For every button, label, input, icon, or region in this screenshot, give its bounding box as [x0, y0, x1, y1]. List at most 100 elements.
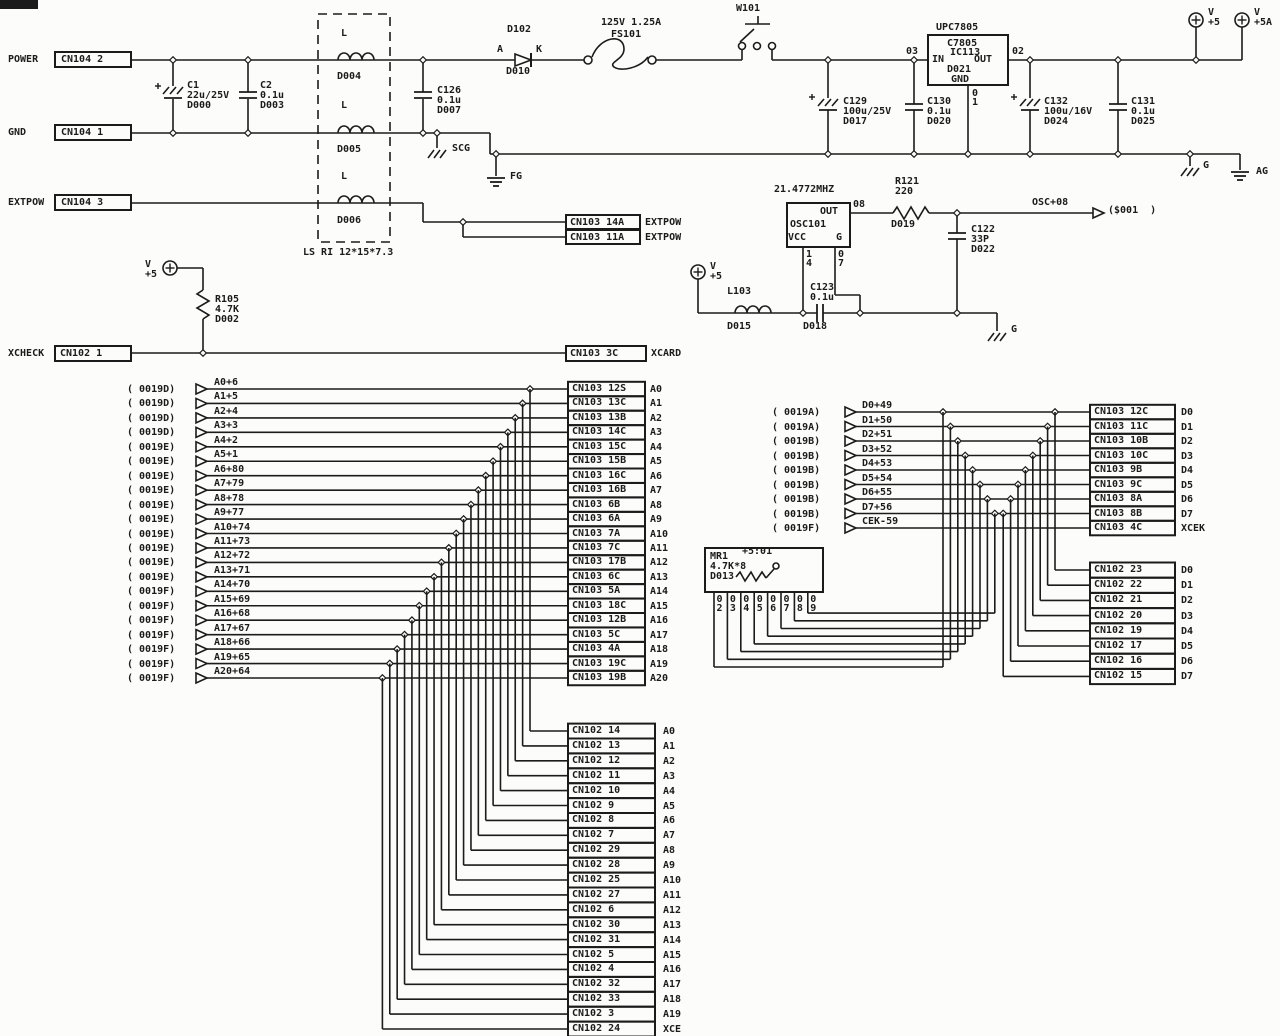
- net-label: D1: [1181, 421, 1194, 433]
- part-ref: L: [341, 28, 348, 39]
- source-page-ref: ( 0019E): [127, 514, 176, 526]
- source-page-ref: ( 0019B): [772, 479, 821, 491]
- signal-source-arrow: [195, 527, 209, 540]
- part-id: D017: [843, 116, 868, 127]
- part-ref: C1: [187, 80, 200, 91]
- pin-label: CN102 25: [572, 874, 621, 885]
- offpage-arrow: [1092, 206, 1106, 220]
- source-page-ref: ( 0019B): [772, 465, 821, 476]
- net-label: A8: [650, 499, 663, 511]
- junction-dot: [952, 308, 962, 318]
- source-page-ref: ( 0019B): [772, 436, 821, 447]
- inductor-icon: [734, 305, 772, 314]
- pin-label: CN102 29: [572, 844, 621, 856]
- signal-source-arrow: [195, 440, 209, 454]
- capacitor-polar-icon: [162, 86, 170, 95]
- source-page-ref: ( 0019F): [127, 600, 176, 612]
- part-value: 220: [895, 186, 914, 197]
- source-page-ref: ( 0019F): [772, 523, 821, 534]
- pin-label: CN102 4: [572, 963, 615, 975]
- net-label: A7: [650, 485, 663, 497]
- net-label: A17: [663, 979, 682, 991]
- resistor-icon: [195, 289, 211, 320]
- pin-label: CN103 5C: [572, 628, 621, 640]
- scan-artifact: [0, 0, 38, 9]
- source-page-ref: ( 0019F): [127, 615, 176, 627]
- part-value: 33P: [971, 234, 990, 245]
- source-page-ref: ( 0019F): [127, 644, 176, 656]
- pin-label: CN102 23: [1094, 564, 1143, 575]
- pin-number: 02: [1012, 46, 1025, 57]
- ground-label-g: G: [1011, 324, 1018, 335]
- source-page-ref: ( 0019A): [772, 421, 821, 433]
- net-label: A14: [663, 934, 682, 946]
- resistor-icon: [892, 205, 930, 221]
- junction-dot: [432, 128, 442, 138]
- signal-label: D1+50: [862, 414, 893, 426]
- part-ref: C122: [971, 224, 996, 235]
- net-label: A5: [650, 456, 663, 468]
- net-label: A16: [663, 964, 682, 976]
- pin-label: CN102 10: [572, 784, 621, 796]
- source-page-ref: ( 0019B): [772, 450, 821, 462]
- part-ref: C130: [927, 96, 952, 107]
- resistor-icon: [735, 570, 767, 583]
- pin-label: CN103 8A: [1094, 493, 1143, 504]
- signal-source-arrow: [195, 556, 209, 569]
- junction-dot: [909, 55, 919, 65]
- signal-label-osc: OSC+08: [1032, 197, 1069, 208]
- junction-dot: [798, 308, 808, 318]
- junction-dot: [1025, 149, 1035, 159]
- net-label: A4: [650, 441, 663, 453]
- signal-label: A19+65: [214, 651, 251, 663]
- part-ref: FS101: [611, 29, 642, 40]
- power-label: V: [1254, 7, 1261, 18]
- signal-label: A7+79: [214, 478, 245, 490]
- capacitor-polar-icon: [1026, 98, 1034, 107]
- power-label: V: [710, 261, 717, 272]
- signal-source-arrow: [195, 642, 209, 656]
- part-ref: R105: [215, 294, 240, 305]
- signal-label: D5+54: [862, 472, 893, 484]
- regulator-line2: IC113: [950, 47, 981, 58]
- part-value: 100u/25V: [843, 106, 892, 117]
- pin-label: CN103 13B: [572, 411, 627, 423]
- net-label: A1: [650, 398, 663, 410]
- junction-dot: [952, 208, 962, 218]
- signal-source-arrow: [195, 628, 209, 641]
- net-label: A5: [663, 800, 676, 812]
- inductor-icon: [337, 125, 375, 134]
- resistor-network-box: [704, 547, 824, 593]
- source-page-ref: ( 0019F): [127, 629, 176, 641]
- signal-label: A16+68: [214, 608, 251, 620]
- net-label: A12: [663, 904, 682, 916]
- junction-dot: [909, 149, 919, 159]
- source-page-ref: ( 0019B): [772, 508, 821, 520]
- signal-label: A9+77: [214, 507, 245, 519]
- junction-dot: [1185, 149, 1195, 159]
- net-label: A16: [650, 615, 669, 627]
- junction-dot: [418, 55, 428, 65]
- signal-ground-icon: [1180, 167, 1188, 177]
- part-ref: D102: [507, 24, 532, 35]
- net-label: A7: [663, 830, 676, 842]
- part-id: D022: [971, 244, 996, 255]
- part-id: D004: [337, 71, 362, 82]
- net-label: A6: [650, 470, 663, 482]
- diode-cathode-label: K: [536, 44, 543, 55]
- signal-label: A10+74: [214, 521, 251, 533]
- signal-label: A11+73: [214, 535, 251, 547]
- diode-anode-label: A: [497, 44, 504, 55]
- pin-label: CN102 22: [1094, 579, 1143, 591]
- signal-source-arrow: [195, 613, 209, 627]
- pin-label: CN104 1: [61, 127, 104, 138]
- capacitor-polar-icon: [1019, 98, 1027, 107]
- net-label: D6: [1181, 494, 1194, 505]
- part-value: 0.1u: [927, 106, 952, 117]
- oscillator-vcc: VCC: [788, 232, 807, 243]
- pin-label: CN103 6C: [572, 570, 621, 582]
- junction-dot: [1191, 55, 1201, 65]
- net-label: D4: [1181, 465, 1194, 476]
- pin-label: CN103 13C: [572, 397, 627, 409]
- net-label: D4: [1181, 625, 1194, 637]
